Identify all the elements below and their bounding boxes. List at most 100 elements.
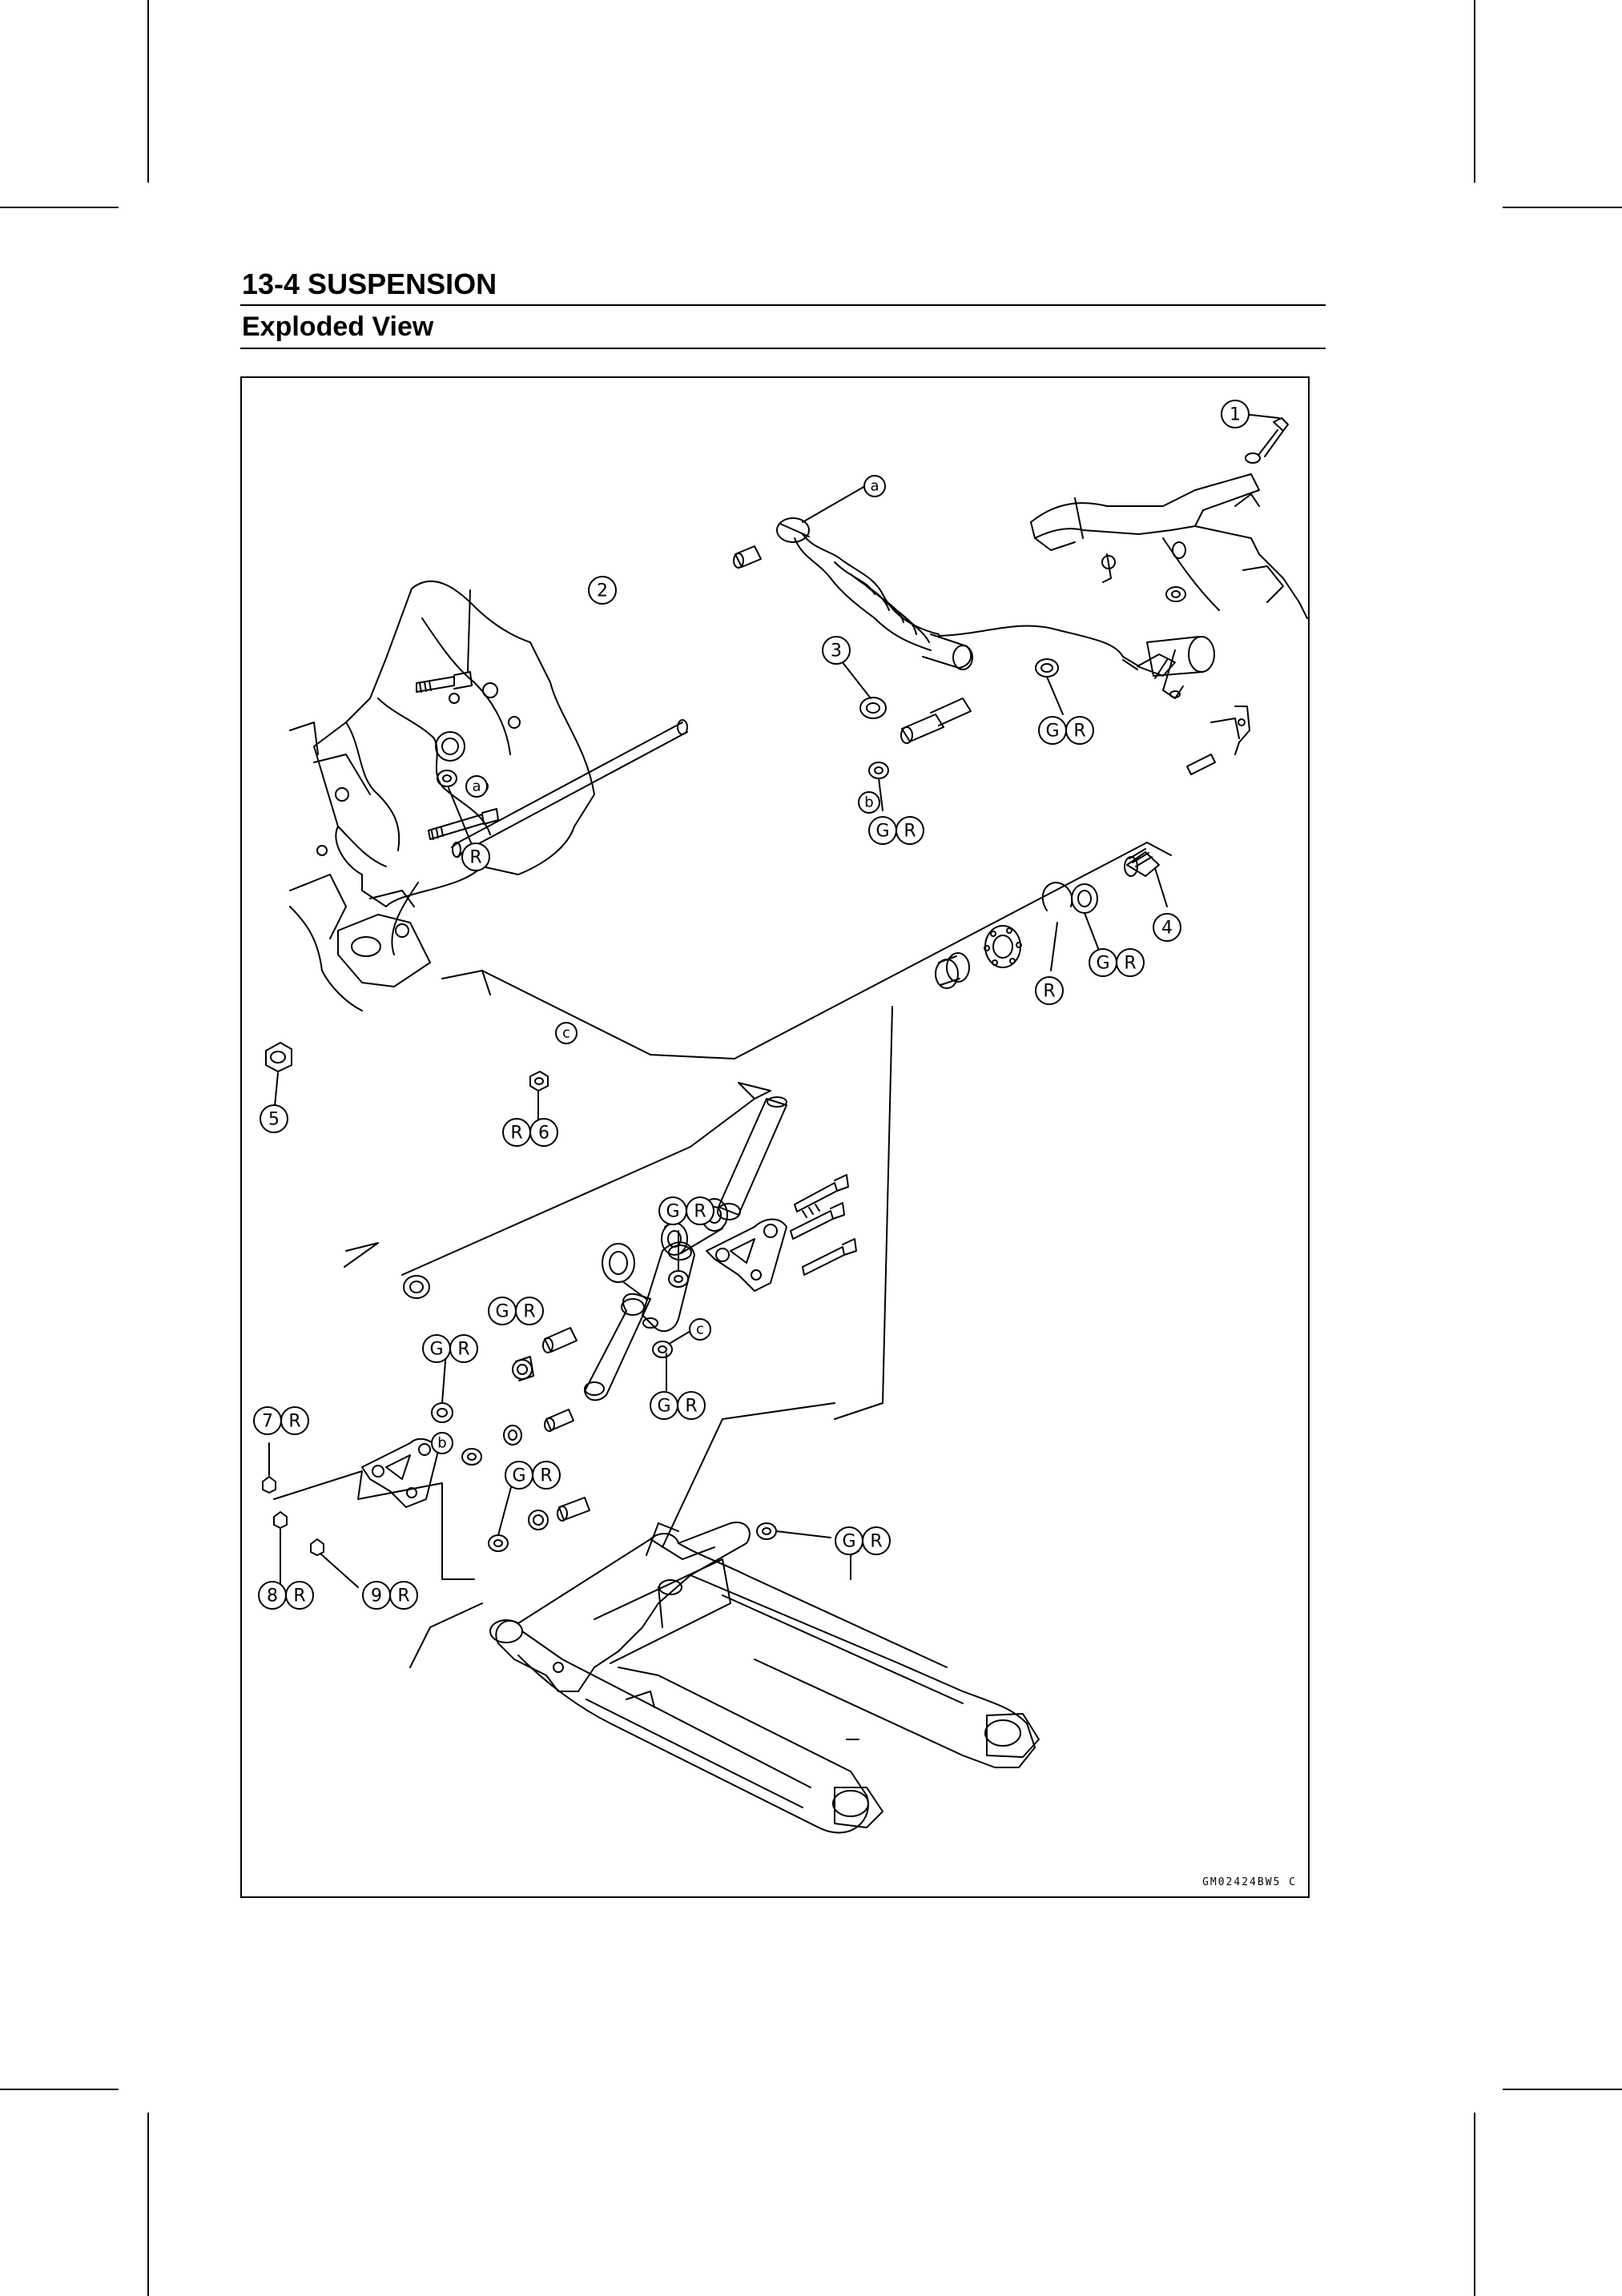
subsection-title: Exploded View xyxy=(242,312,434,342)
mid-guide-left xyxy=(344,1242,379,1268)
dust-seal-4 xyxy=(1124,848,1160,877)
collars-rocker xyxy=(503,1327,590,1530)
callout-b-lower xyxy=(431,1432,453,1454)
crop-mark-top-right xyxy=(1474,0,1475,183)
callout-r-swingarm xyxy=(862,1526,891,1555)
crop-mark-top-left-h xyxy=(0,207,119,208)
callout-r-shock-text: R xyxy=(1073,722,1085,742)
nut-8 xyxy=(273,1511,288,1529)
callout-r-8 xyxy=(285,1581,314,1610)
swingarm xyxy=(489,1522,1040,1834)
seal-gr-mid xyxy=(602,1243,635,1283)
callout-b-upper xyxy=(858,791,880,814)
callout-g-lower-text: G xyxy=(512,1466,525,1486)
callout-r-upper-rocker xyxy=(686,1196,714,1225)
seal-b xyxy=(868,762,889,779)
leader-circlip-r xyxy=(1050,922,1058,971)
washer-mid xyxy=(403,1275,430,1299)
callout-r-upper-rocker-text: R xyxy=(694,1202,706,1222)
assembly-guide-lines xyxy=(441,842,1172,1420)
callout-1 xyxy=(1221,400,1250,428)
callout-g-upper-rocker-text: G xyxy=(666,1202,679,1222)
callout-c-mid xyxy=(689,1318,711,1341)
callout-c-frame xyxy=(555,1022,578,1044)
shock-lower-collar xyxy=(900,698,972,744)
nut-r-frame xyxy=(437,770,457,787)
callout-r-right xyxy=(1116,948,1145,977)
pivot-shaft xyxy=(451,719,688,858)
callout-a-frame xyxy=(465,775,488,798)
callout-g-swingarm-text: G xyxy=(842,1532,855,1552)
callout-r-mid xyxy=(515,1297,544,1325)
seal-gr-lower xyxy=(488,1534,509,1552)
crop-mark-bottom-right xyxy=(1474,2113,1475,2296)
tie-rod xyxy=(584,1293,651,1401)
bolt-1 xyxy=(1258,417,1289,457)
section-rule xyxy=(240,304,1326,306)
swingarm-seal-gr xyxy=(756,1522,777,1540)
callout-7-text: 7 xyxy=(262,1412,273,1432)
circlip-r xyxy=(1041,882,1073,911)
page-header: 13-4 SUSPENSION Exploded View xyxy=(240,264,1326,349)
seal-gr-upper-rocker xyxy=(668,1270,689,1288)
callout-r-7-text: R xyxy=(288,1412,300,1432)
exploded-view-drawing: 1 2 3 4 5 R 6 R a a b c c b G R G R R G … xyxy=(253,400,1308,1834)
callout-g-c-text: G xyxy=(657,1397,670,1417)
callout-3 xyxy=(822,636,851,665)
callout-r-left xyxy=(449,1334,478,1363)
needle-bearing-upper xyxy=(935,952,970,989)
bolt-2 xyxy=(416,671,473,693)
leader-4 xyxy=(1154,867,1168,907)
leader-c-mid xyxy=(670,1330,691,1344)
callout-a-top-text: a xyxy=(870,478,879,495)
callout-r-c-text: R xyxy=(685,1397,697,1417)
callout-r-lower-text: R xyxy=(540,1466,552,1486)
shock-top-collar xyxy=(733,545,762,569)
callout-r-swingarm-text: R xyxy=(870,1532,882,1552)
frame-section xyxy=(289,580,595,1011)
callout-9-text: 9 xyxy=(371,1586,382,1606)
rear-shock-absorber xyxy=(776,517,1176,677)
ball-bearing xyxy=(984,925,1022,968)
callout-b-lower-text: b xyxy=(437,1435,446,1452)
callout-r-mid-text: R xyxy=(523,1302,535,1322)
leader-9 xyxy=(320,1553,359,1588)
callout-r-7 xyxy=(280,1406,309,1435)
seal-b-lower xyxy=(461,1448,482,1466)
callout-r-circlip-text: R xyxy=(1043,982,1055,1002)
crop-mark-bottom-left-h xyxy=(0,2089,119,2090)
bolt-1-lower-washer xyxy=(1245,452,1261,464)
nut-9 xyxy=(310,1538,324,1556)
nut-6 xyxy=(529,1071,549,1092)
callout-2-text: 2 xyxy=(597,581,608,601)
crop-mark-top-right-h xyxy=(1503,207,1622,208)
callout-a-frame-text: a xyxy=(472,778,481,795)
callout-g-shock-text: G xyxy=(1045,722,1059,742)
callout-r-6a-text: R xyxy=(510,1124,522,1144)
figure-reference-code: GM02424BW5 C xyxy=(1202,1876,1297,1888)
mid-guide-line xyxy=(401,1082,771,1276)
leader-gr-swingarm xyxy=(775,1530,831,1538)
rocker-arm xyxy=(642,1241,695,1333)
callout-r-circlip xyxy=(1035,976,1064,1005)
callout-r-lower xyxy=(532,1461,561,1490)
callout-r-shock xyxy=(1065,716,1094,745)
rear-frame-bracket xyxy=(1030,473,1308,619)
seal-c xyxy=(652,1341,673,1358)
callout-r-left-text: R xyxy=(457,1340,469,1360)
seal-gr-right xyxy=(1071,883,1098,914)
swingarm-guide-line xyxy=(409,1602,483,1668)
exploded-view-figure: 1 2 3 4 5 R 6 R a a b c c b G R G R R G … xyxy=(240,376,1310,1898)
callout-g-b-text: G xyxy=(875,822,889,842)
callout-c-mid-text: c xyxy=(696,1321,704,1338)
rocker-bolts xyxy=(790,1174,857,1276)
callout-g-right-text: G xyxy=(1096,954,1109,974)
leader-r-frame xyxy=(448,787,475,851)
leader-2 xyxy=(467,589,471,672)
callout-c-frame-text: c xyxy=(562,1025,570,1042)
callout-r-b xyxy=(896,816,924,845)
callout-r-frame-text: R xyxy=(469,848,481,868)
callout-r-c xyxy=(677,1391,706,1420)
callout-2 xyxy=(588,576,617,605)
upper-rocker-plate xyxy=(706,1218,787,1292)
